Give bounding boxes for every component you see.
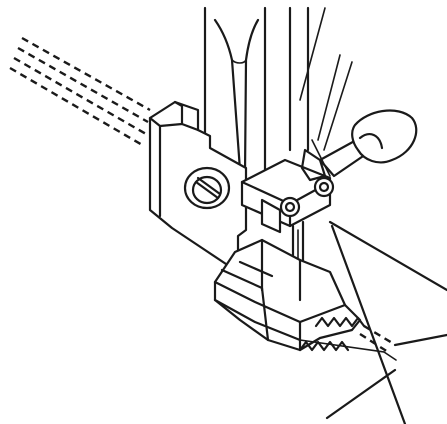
clamp-screws xyxy=(279,176,335,218)
guide-line xyxy=(299,324,395,354)
presser-foot-sole xyxy=(213,238,362,352)
set-screw xyxy=(183,166,231,210)
feed-dog-teeth xyxy=(298,316,366,352)
stitch-lines-previous xyxy=(9,36,151,148)
presser-bar xyxy=(203,6,310,192)
thread-guide xyxy=(299,7,353,151)
needle-clamp xyxy=(240,158,332,234)
thumb-screw-knob xyxy=(300,109,418,182)
fabric-edge xyxy=(325,220,447,424)
